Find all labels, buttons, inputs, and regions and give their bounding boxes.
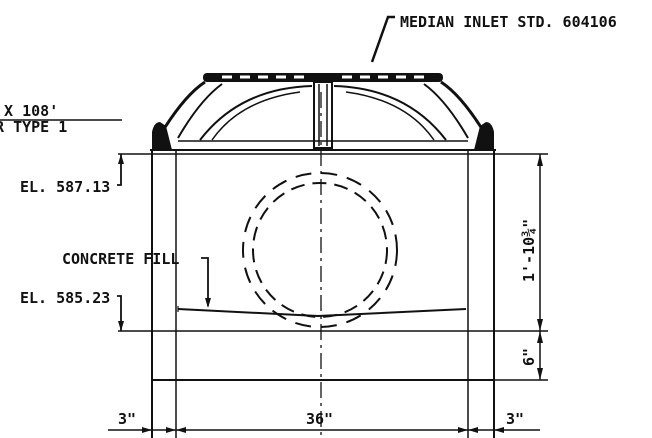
pipe-opening xyxy=(242,172,398,328)
right-frame-shoe xyxy=(474,122,494,150)
elevation-upper: EL. 587.13 xyxy=(20,154,124,196)
grate-bar xyxy=(203,73,443,82)
top-left-label: 6 X 108' ER TYPE 1 xyxy=(0,102,122,136)
top-left-label-line1: 6 X 108' xyxy=(0,102,58,120)
left-frame-shoe xyxy=(152,122,172,150)
dim-height-label: 1'-10¾" xyxy=(520,219,538,282)
concrete-fill-callout: CONCRETE FILL xyxy=(62,250,211,308)
dimension-base: 6" xyxy=(494,331,548,381)
dimension-bottom: 3" 36" 3" xyxy=(108,410,540,433)
top-left-label-line2: ER TYPE 1 xyxy=(0,118,67,136)
inlet-grate-frame xyxy=(150,73,496,151)
elevation-lower: EL. 585.23 xyxy=(20,289,124,331)
inlet-box xyxy=(118,150,548,438)
dimension-height: 1'-10¾" xyxy=(520,154,543,331)
dim-right-wall-label: 3" xyxy=(506,410,524,428)
concrete-fill-label: CONCRETE FILL xyxy=(62,250,179,268)
dim-center-width-label: 36" xyxy=(306,410,333,428)
el-upper-label: EL. 587.13 xyxy=(20,178,110,196)
dim-base-label: 6" xyxy=(520,348,538,366)
median-inlet-callout: MEDIAN INLET STD. 604106 xyxy=(370,13,617,63)
dim-left-wall-label: 3" xyxy=(118,410,136,428)
median-inlet-label: MEDIAN INLET STD. 604106 xyxy=(400,13,617,31)
el-lower-label: EL. 585.23 xyxy=(20,289,110,307)
